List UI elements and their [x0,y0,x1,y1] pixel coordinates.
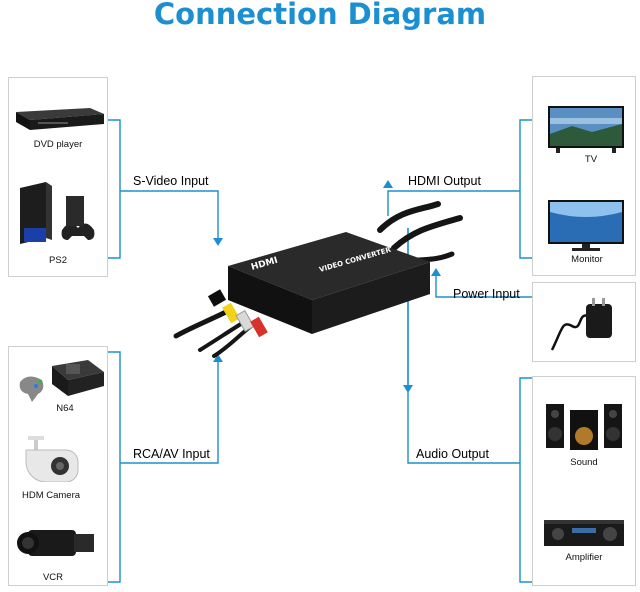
n64-console-icon [19,360,104,402]
device-label: TV [584,154,598,165]
monitor-icon [548,200,624,251]
flow-label-svideo: S-Video Input [133,174,209,188]
output-group-power [532,282,636,362]
device-label: Monitor [571,254,603,265]
camcorder-icon [17,530,94,556]
device-label: Amplifier [565,552,603,563]
ps2-console-icon [20,182,95,244]
amplifier-icon [544,520,624,546]
flow-label-hdmi: HDMI Output [408,174,481,188]
flow-label-audio: Audio Output [416,447,489,461]
tv-icon [548,106,624,153]
device-label: PS2 [49,255,67,266]
device-label: DVD player [33,139,83,150]
flow-label-power: Power Input [453,287,520,301]
speakers-icon [546,404,622,450]
device-label: Sound [570,457,598,468]
video-converter-device: HDMI VIDEO CONVERTER [173,201,463,358]
flow-label-rca: RCA/AV Input [133,447,210,461]
device-label: HDM Camera [21,490,81,501]
page-title: Connection Diagram [153,0,487,31]
power-adapter-icon [550,298,612,351]
security-camera-icon [25,436,79,482]
device-label: N64 [56,403,74,414]
device-label: VCR [42,572,64,583]
dvd-player-icon [16,108,104,130]
